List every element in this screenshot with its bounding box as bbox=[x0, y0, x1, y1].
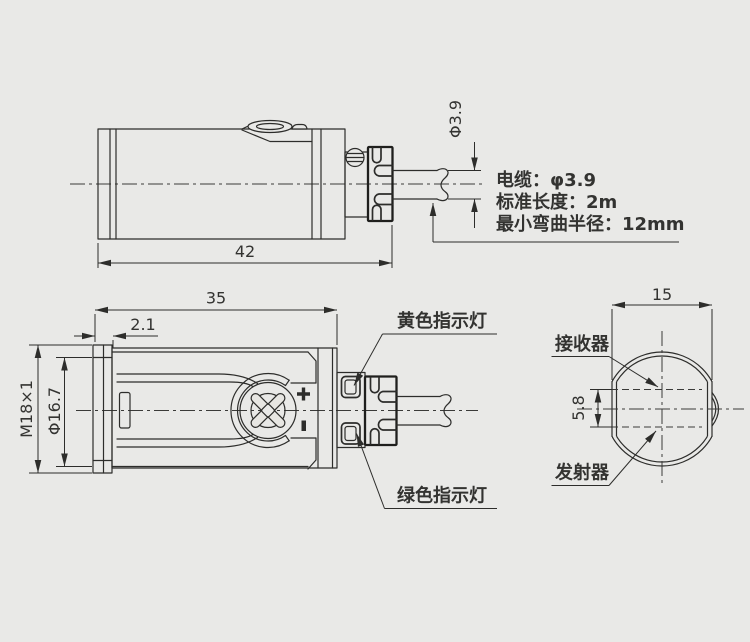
cable-slot-lower-front bbox=[377, 418, 398, 431]
cable-break-symbol-front bbox=[439, 394, 452, 428]
pot-circle-outer bbox=[239, 381, 297, 440]
dim-cable-dia-label: Φ3.9 bbox=[446, 100, 465, 138]
phillips-center-boss bbox=[261, 403, 275, 418]
cable-break-symbol bbox=[436, 168, 449, 202]
dim-15: 15 bbox=[611, 285, 713, 380]
rear-cap-lines bbox=[311, 128, 322, 240]
front-bezel-lines bbox=[109, 128, 117, 240]
plus-mark bbox=[297, 387, 310, 401]
pot-circle-inner bbox=[250, 392, 286, 429]
nut-slot-top bbox=[371, 147, 382, 164]
pot-cover-oval-inner bbox=[255, 122, 285, 131]
dim-16-7: Φ16.7 bbox=[45, 357, 92, 467]
dim-42: 42 bbox=[97, 225, 393, 268]
dim-35: 35 bbox=[94, 289, 338, 345]
dim-5-8-label: 5.8 bbox=[569, 395, 588, 420]
dim-2-1-label: 2.1 bbox=[130, 315, 155, 334]
cable-note-line2: 标准长度：2m bbox=[495, 191, 617, 213]
upper-band-bevel bbox=[307, 351, 317, 384]
lower-swoosh-b bbox=[116, 433, 254, 440]
thread-bezel bbox=[92, 344, 113, 474]
housing-cap-lines bbox=[317, 347, 334, 469]
nut-slot-top-front bbox=[369, 376, 380, 394]
upper-swoosh-b bbox=[116, 381, 254, 388]
green-led-label: 绿色指示灯 bbox=[397, 485, 487, 507]
minus-mark bbox=[301, 420, 306, 431]
pot-ring-outer bbox=[230, 372, 290, 449]
gland-nut-front bbox=[363, 375, 398, 447]
emitter-label: 发射器 bbox=[554, 462, 610, 484]
lens-axis-lines bbox=[611, 389, 702, 428]
yellow-led-callout: 黄色指示灯 bbox=[353, 310, 497, 386]
pot-ring-inner bbox=[237, 379, 287, 442]
cable-note-line3: 最小弯曲半径：12mm bbox=[496, 213, 685, 235]
dim-5-8: 5.8 bbox=[569, 389, 612, 428]
dim-15-label: 15 bbox=[652, 285, 672, 304]
side-view-with-cable: 42 Φ3.9 电缆：φ3.9 标准长度：2m 最小弯曲半径：12mm bbox=[70, 100, 685, 268]
lower-band-bevel bbox=[307, 437, 317, 470]
upper-swoosh-a bbox=[116, 373, 259, 385]
gland-nut bbox=[366, 145, 394, 223]
cable-note: 电缆：φ3.9 标准长度：2m 最小弯曲半径：12mm bbox=[429, 169, 685, 243]
cable-slot-lower bbox=[373, 193, 394, 206]
dim-42-label: 42 bbox=[235, 242, 255, 261]
emitter-callout: 发射器 bbox=[551, 430, 657, 486]
inner-contour-line bbox=[241, 129, 313, 143]
dim-cable-diameter: Φ3.9 bbox=[446, 100, 481, 228]
cable-slot-upper-front bbox=[377, 390, 398, 403]
receiver-callout: 接收器 bbox=[551, 333, 659, 388]
nut-slot-bottom-front bbox=[369, 427, 380, 445]
pot-ring-ends bbox=[284, 379, 290, 442]
cable-lines bbox=[391, 169, 438, 200]
yellow-led-window-inner bbox=[344, 379, 357, 395]
cable-slot-upper bbox=[373, 164, 394, 177]
receiver-label: 接收器 bbox=[555, 333, 610, 355]
dim-35-label: 35 bbox=[206, 289, 226, 308]
screw-slot-lines bbox=[345, 152, 365, 163]
top-nub bbox=[291, 123, 308, 130]
housing-outline bbox=[111, 347, 338, 469]
side-view-with-pot: 35 2.1 M18×1 Φ16.7 黄色指示灯 绿色指示灯 bbox=[17, 289, 497, 509]
cable-lines-front bbox=[395, 395, 441, 426]
cable-note-line1: 电缆：φ3.9 bbox=[496, 169, 596, 191]
dim-2-1: 2.1 bbox=[74, 315, 158, 348]
pot-cover-oval bbox=[247, 119, 293, 134]
green-led-callout: 绿色指示灯 bbox=[356, 433, 497, 509]
side-slot-window bbox=[118, 391, 131, 429]
green-led-window-inner bbox=[344, 425, 357, 442]
yellow-led-label: 黄色指示灯 bbox=[397, 310, 487, 332]
lower-swoosh-a bbox=[116, 436, 259, 448]
front-face-view: 5.8 15 接收器 发射器 bbox=[551, 285, 744, 487]
bezel-chamfer-lines bbox=[92, 356, 113, 462]
dim-m18-label: M18×1 bbox=[17, 380, 36, 438]
dim-m18: M18×1 bbox=[17, 344, 92, 474]
nut-slot-bottom bbox=[371, 204, 382, 221]
dim-16-7-label: Φ16.7 bbox=[45, 387, 64, 435]
yellow-led-window bbox=[340, 375, 361, 399]
